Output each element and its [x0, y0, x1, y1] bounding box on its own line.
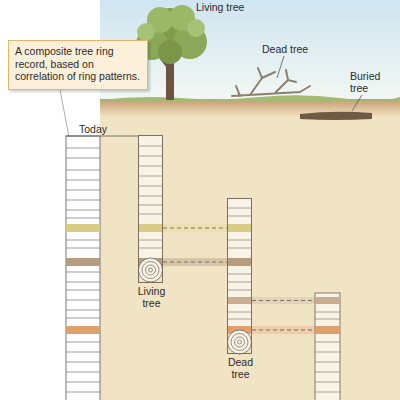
core-cross-section [228, 330, 252, 354]
today-line [66, 136, 138, 137]
ring-band [66, 258, 100, 266]
end-ring [238, 340, 242, 344]
core-fill [138, 135, 163, 270]
core-cross-section [139, 258, 163, 282]
end-ring [146, 265, 156, 275]
correlation-tint [163, 258, 227, 266]
tree-core: Dead tree [227, 198, 252, 354]
end-ring [139, 258, 163, 282]
ring-lines [138, 146, 163, 248]
ring-band [227, 224, 252, 232]
buried-core [315, 293, 340, 400]
ring-band [138, 224, 163, 232]
leaf-mass [187, 19, 205, 37]
dead-tree-drawing [232, 68, 310, 96]
core-label: Dead tree [218, 356, 263, 380]
core-fill [227, 198, 252, 342]
part-label: Living tree [196, 1, 266, 13]
callout-box: A composite tree ring record, based on c… [8, 40, 148, 90]
ring-band [66, 224, 100, 232]
end-ring [228, 330, 252, 354]
grass-strip [100, 95, 400, 102]
buried-log [300, 112, 372, 120]
ring-lines [315, 312, 340, 392]
leaf-mass [137, 23, 155, 41]
end-ring [142, 262, 159, 279]
leader-line [352, 95, 362, 111]
ring-band [227, 297, 252, 304]
part-label: Dead tree [262, 43, 322, 55]
correlation-line [163, 262, 227, 263]
correlation-tint [163, 224, 227, 232]
ground-section [100, 100, 400, 400]
end-ring [149, 268, 153, 272]
correlation-line [252, 301, 315, 331]
composite-record [66, 136, 100, 400]
leader-line [277, 56, 284, 78]
ring-band [315, 297, 340, 304]
ring-band [227, 258, 252, 266]
ring-lines [227, 208, 252, 319]
tree-core: Living tree [138, 135, 163, 283]
ring-band [66, 326, 100, 334]
part-label: Today [79, 123, 119, 135]
correlation-line [163, 228, 227, 229]
part-label: Buried tree [350, 70, 390, 94]
end-ring [235, 337, 245, 347]
ring-band [315, 326, 340, 334]
callout-text: A composite tree ring record, based on c… [15, 45, 141, 83]
end-ring [231, 334, 248, 351]
leaf-mass [158, 40, 182, 64]
ring-lines [66, 148, 100, 392]
core-label: Living tree [129, 285, 174, 309]
